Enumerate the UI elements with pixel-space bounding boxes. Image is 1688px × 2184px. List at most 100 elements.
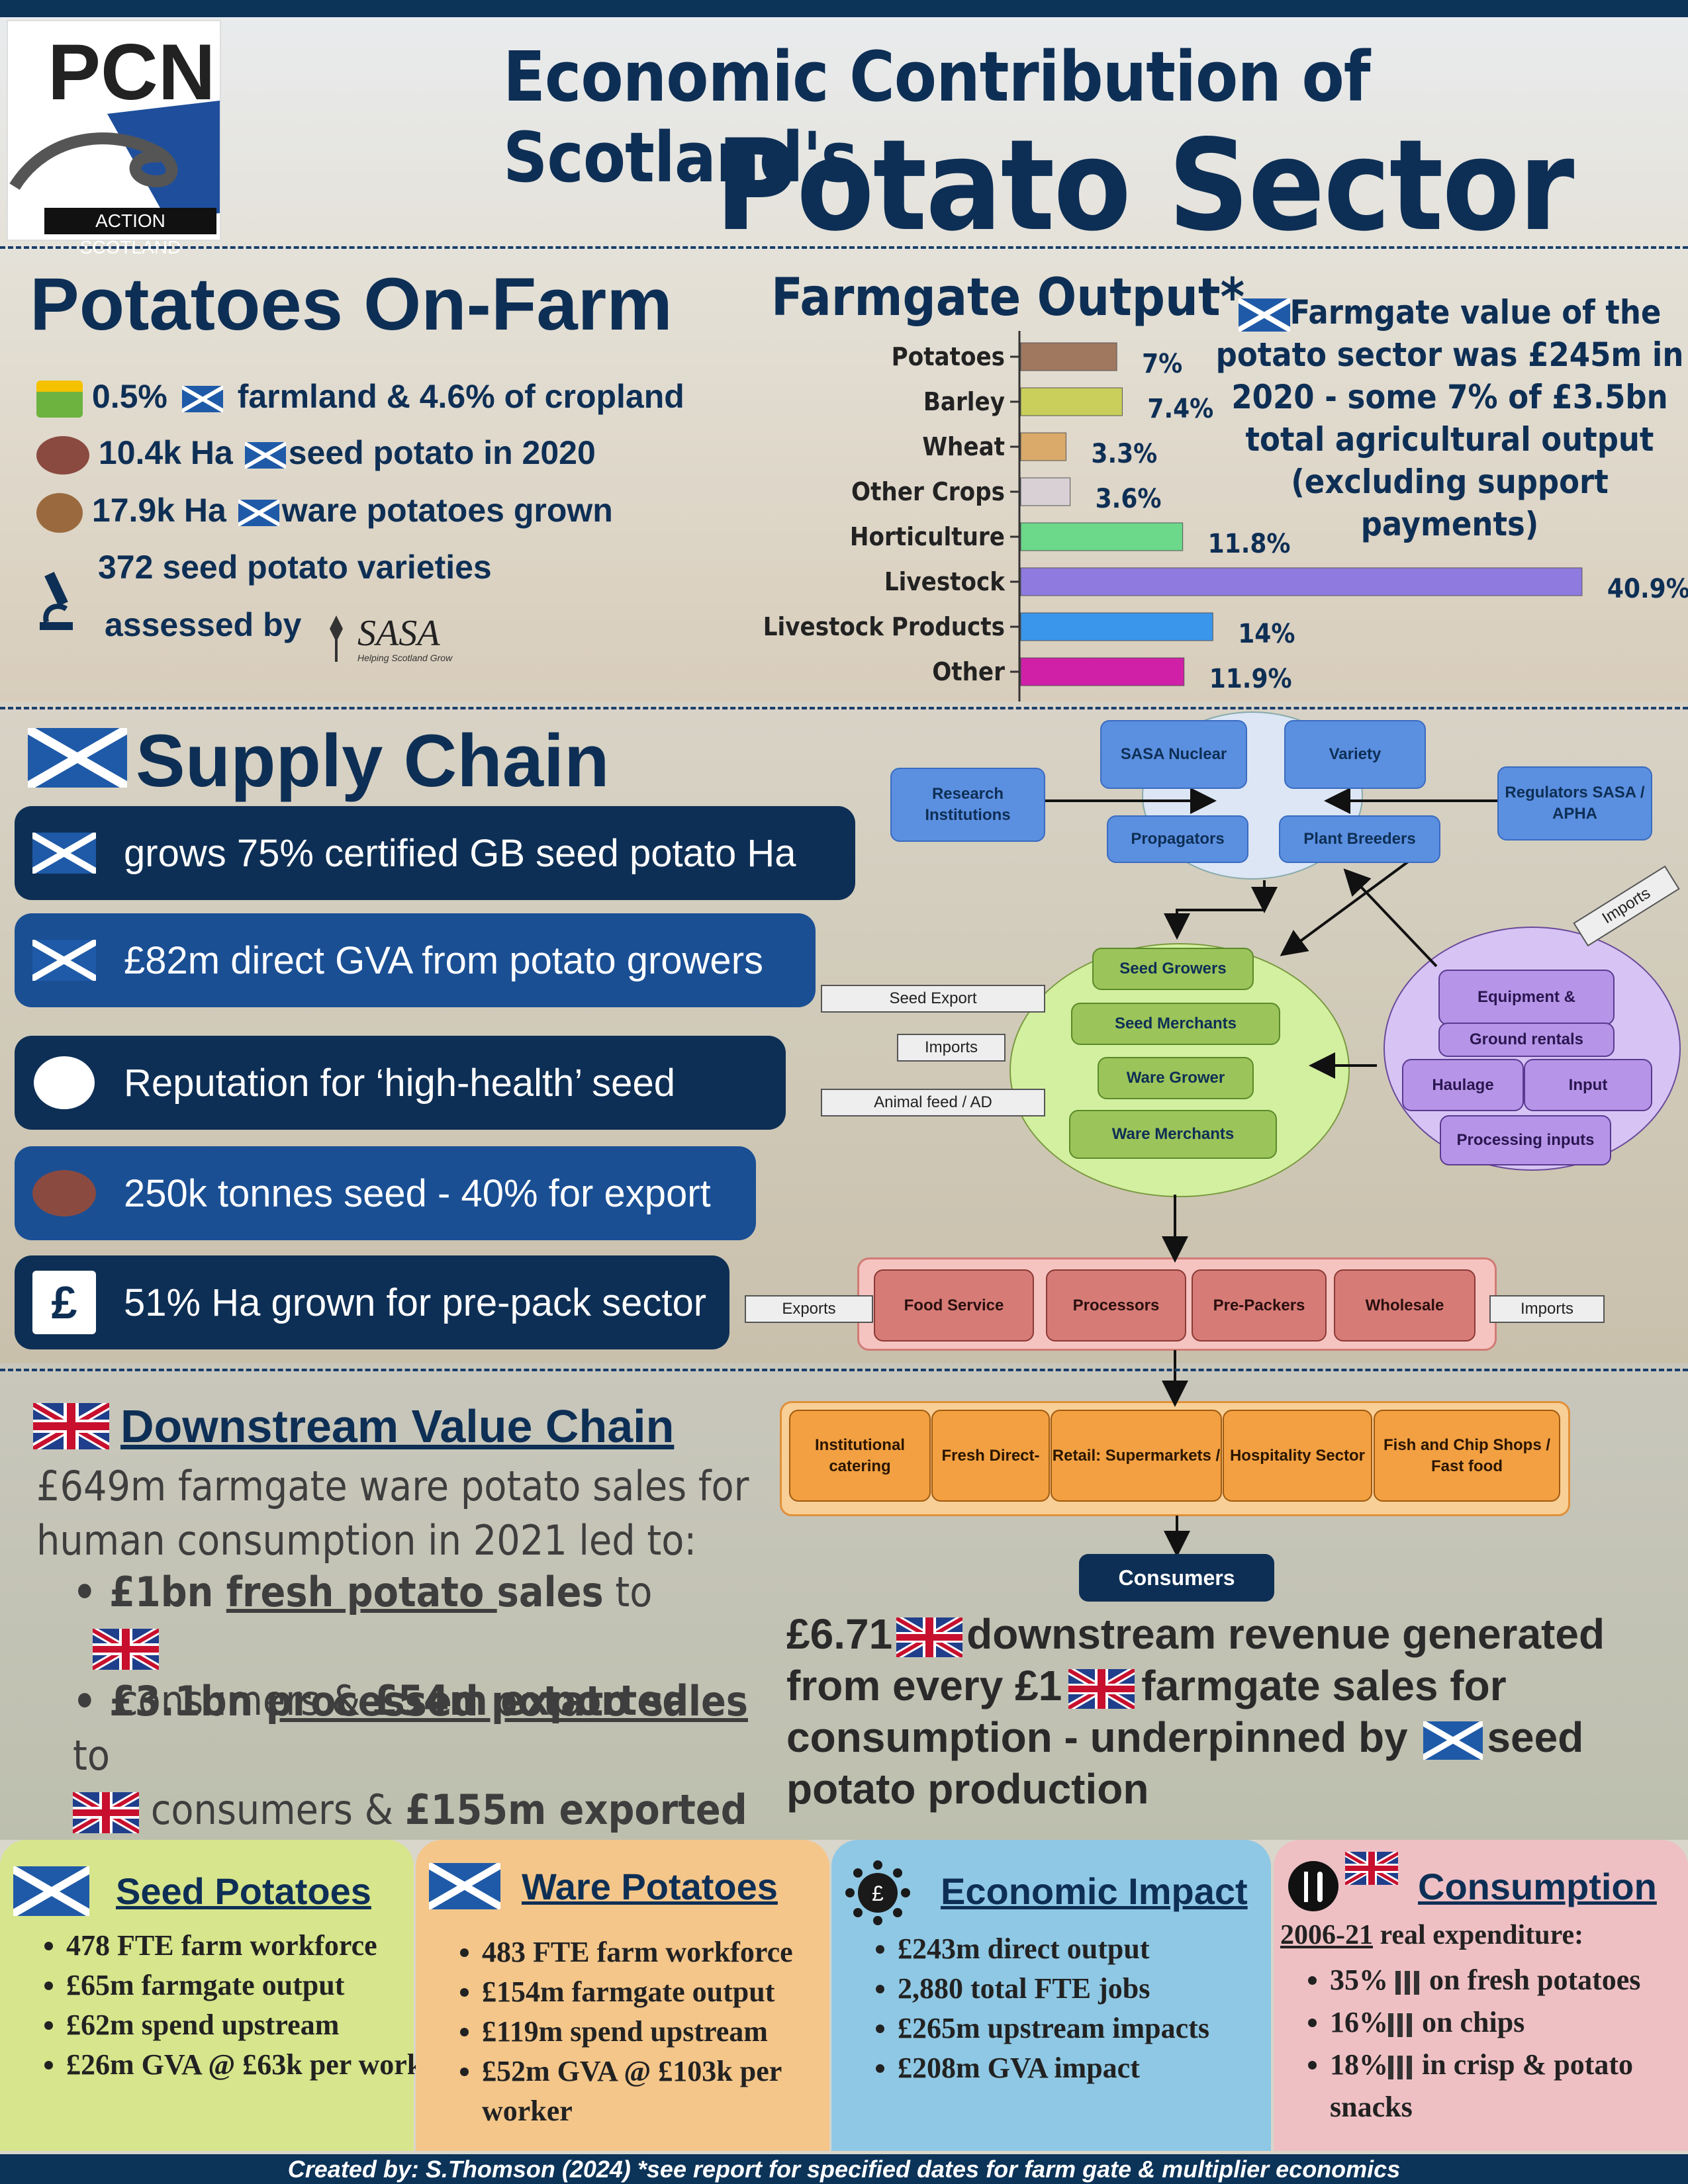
consumption-subtitle: 2006-21 real expenditure: bbox=[1280, 1920, 1584, 1950]
ware-panel-title: Ware Potatoes bbox=[522, 1866, 778, 1907]
logo-text: PCN bbox=[48, 28, 216, 116]
seed-merchants-box: Seed Merchants bbox=[1071, 1003, 1280, 1045]
chart-value-label: 7.4% bbox=[1147, 394, 1213, 424]
divider-3 bbox=[0, 1369, 1688, 1371]
fresh-direct-box: Fresh Direct- bbox=[931, 1410, 1050, 1502]
animal-feed-arrow: Animal feed / AD bbox=[821, 1089, 1045, 1116]
thistle-icon bbox=[330, 615, 343, 662]
consumption-panel-title: Consumption bbox=[1418, 1866, 1657, 1907]
scotland-flag-icon bbox=[31, 927, 97, 993]
supply-pill-1: grows 75% certified GB seed potato Ha bbox=[15, 806, 855, 900]
chart-category-label: Livestock Products bbox=[763, 612, 1005, 641]
chart-bar bbox=[1020, 657, 1185, 686]
consumption-item-2: 16% on chips bbox=[1330, 2001, 1688, 2044]
research-institutions-box: Research Institutions bbox=[890, 768, 1045, 842]
processors-box: Processors bbox=[1046, 1269, 1186, 1342]
onfarm-line-4: 372 seed potato varieties bbox=[98, 549, 492, 586]
onfarm-line-1: 0.5% farmland & 4.6% of cropland bbox=[36, 377, 684, 418]
imports-arrow: Imports bbox=[897, 1034, 1006, 1062]
institutional-catering-box: Institutional catering bbox=[789, 1410, 931, 1502]
econ-panel-title: Economic Impact bbox=[941, 1870, 1248, 1912]
food-service-box: Food Service bbox=[874, 1269, 1034, 1342]
top-bar bbox=[0, 0, 1688, 17]
downstream-bullet-2: • £3.1bn processed potato sales to consu… bbox=[73, 1674, 768, 1837]
divider-1 bbox=[0, 246, 1688, 249]
sasa-logo: SASA Helping Scotland Grow bbox=[316, 609, 469, 668]
plant-breeders-box: Plant Breeders bbox=[1279, 815, 1440, 863]
supply-heading: Supply Chain bbox=[136, 719, 610, 802]
consumption-item-1: 35% on fresh potatoes bbox=[1330, 1959, 1688, 2001]
onfarm-heading: Potatoes On-Farm bbox=[30, 263, 673, 345]
farmgate-note: Farmgate value of the potato sector was … bbox=[1215, 293, 1684, 543]
bar-chart-icon bbox=[1395, 1970, 1422, 1995]
wholesale-box: Wholesale bbox=[1334, 1269, 1476, 1342]
scotland-flag-icon bbox=[181, 385, 223, 412]
chart-bar bbox=[1020, 567, 1583, 596]
red-potato-icon bbox=[36, 435, 89, 475]
chart-value-label: 11.9% bbox=[1209, 664, 1292, 694]
chart-category-label: Other bbox=[932, 657, 1005, 686]
economic-impact-panel: £ Economic Impact £243m direct output 2,… bbox=[831, 1840, 1271, 2151]
supply-pill-3: Reputation for ‘high-health’ seed bbox=[15, 1036, 786, 1130]
microscope-icon bbox=[36, 569, 76, 635]
farmgate-heading: Farmgate Output* bbox=[771, 268, 1245, 328]
input-box: Input bbox=[1524, 1059, 1652, 1111]
chart-bar bbox=[1020, 387, 1123, 416]
chart-category-label: Livestock bbox=[884, 567, 1006, 596]
chart-category-label: Horticulture bbox=[850, 522, 1005, 551]
scotland-flag-icon bbox=[429, 1863, 500, 1909]
footer-credit: Created by: S.Thomson (2024) *see report… bbox=[0, 2154, 1688, 2184]
uk-flag-icon bbox=[1345, 1852, 1398, 1885]
downstream-heading: Downstream Value Chain bbox=[120, 1400, 675, 1452]
ware-potatoes-panel: Ware Potatoes 483 FTE farm workforce £15… bbox=[416, 1840, 829, 2151]
chart-value-label: 7% bbox=[1142, 349, 1182, 379]
seed-panel-title: Seed Potatoes bbox=[116, 1870, 371, 1912]
scotland-flag-icon bbox=[13, 1866, 89, 1916]
scotland-flag-icon bbox=[31, 820, 97, 886]
chart-bar bbox=[1020, 612, 1213, 641]
bar-chart-icon bbox=[1388, 2013, 1415, 2037]
chart-value-label: 3.3% bbox=[1091, 439, 1157, 469]
onfarm-line-5: assessed by bbox=[105, 606, 302, 643]
ware-merchants-box: Ware Merchants bbox=[1069, 1110, 1277, 1159]
chart-category-label: Barley bbox=[923, 387, 1005, 416]
pound-icon: £ bbox=[31, 1269, 97, 1336]
consumption-panel: Consumption 2006-21 real expenditure: 35… bbox=[1274, 1840, 1688, 2151]
white-potato-icon bbox=[31, 1050, 97, 1116]
supply-pill-2: £82m direct GVA from potato growers bbox=[15, 913, 816, 1007]
onfarm-line-2: 10.4k Ha seed potato in 2020 bbox=[36, 433, 596, 475]
uk-flag-icon bbox=[896, 1617, 963, 1658]
hospitality-box: Hospitality Sector bbox=[1223, 1410, 1372, 1502]
brown-potato-icon bbox=[36, 492, 83, 533]
retail-box: Retail: Supermarkets / bbox=[1051, 1410, 1222, 1502]
exports-arrow: Exports bbox=[745, 1295, 873, 1323]
chart-category-label: Other Crops bbox=[851, 477, 1005, 506]
ware-grower-box: Ware Grower bbox=[1098, 1057, 1254, 1099]
consumption-item-3: 18% in crisp & potato snacks bbox=[1330, 2044, 1688, 2128]
chart-bar bbox=[1020, 477, 1071, 506]
onfarm-line-3: 17.9k Ha ware potatoes grown bbox=[36, 491, 613, 533]
bar-chart-icon bbox=[1388, 2055, 1415, 2079]
chart-value-label: 11.8% bbox=[1208, 529, 1291, 559]
imports-right-arrow: Imports bbox=[1489, 1295, 1605, 1323]
scotland-flag-icon bbox=[244, 441, 286, 469]
chart-category-label: Potatoes bbox=[892, 342, 1005, 371]
gear-pound-icon: £ bbox=[845, 1860, 911, 1926]
equipment-box: Equipment & bbox=[1438, 970, 1615, 1025]
supply-pill-4: 250k tonnes seed - 40% for export bbox=[15, 1146, 756, 1240]
uk-flag-icon bbox=[1068, 1669, 1135, 1709]
chart-bar bbox=[1020, 342, 1117, 371]
seed-export-arrow: Seed Export bbox=[821, 985, 1045, 1013]
uk-flag-icon bbox=[33, 1403, 109, 1449]
seed-growers-box: Seed Growers bbox=[1092, 948, 1254, 990]
chart-bar bbox=[1020, 432, 1066, 461]
uk-flag-icon bbox=[93, 1628, 159, 1670]
chart-bar bbox=[1020, 522, 1184, 551]
downstream-bullet-1: • £1bn fresh potato sales to consumers &… bbox=[73, 1568, 689, 1725]
pcn-logo: PCN ACTION SCOTLAND bbox=[7, 20, 221, 257]
chart-value-label: 40.9% bbox=[1607, 574, 1688, 604]
fish-chip-box: Fish and Chip Shops / Fast food bbox=[1374, 1410, 1560, 1502]
